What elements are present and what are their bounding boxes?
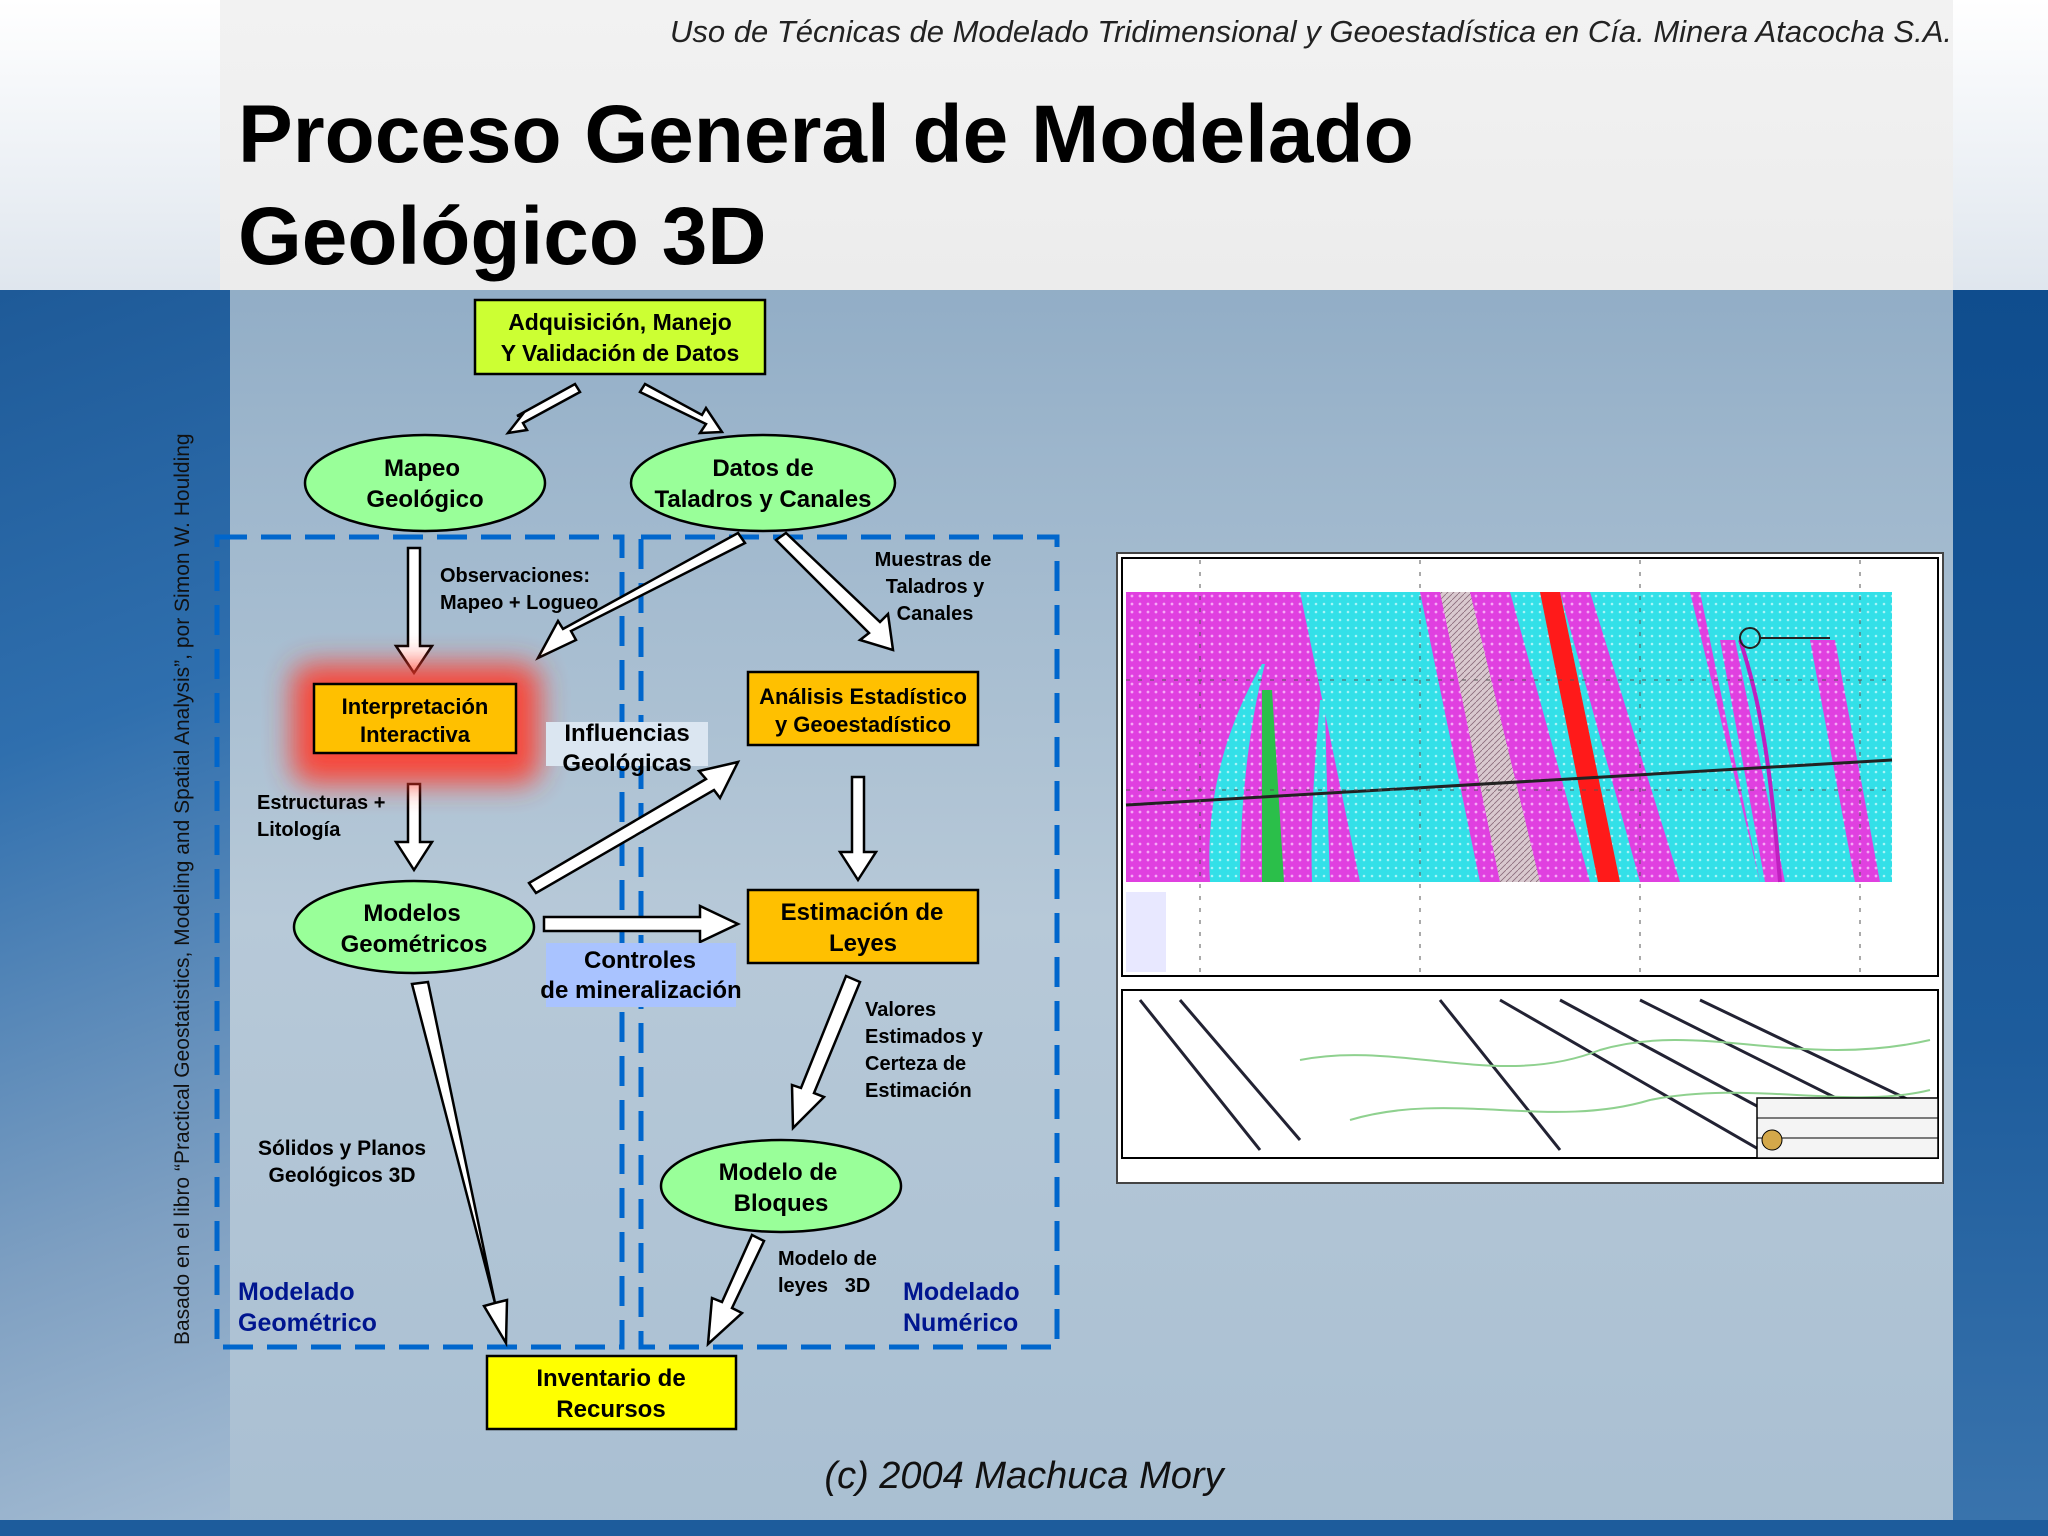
arrow-analisis-to-estimacion	[837, 775, 879, 883]
node-bloques-line-1: Modelo de	[719, 1159, 838, 1186]
node-adquisicion: Adquisición, Manejo Y Validación de Dato…	[473, 298, 767, 376]
label-muestras: Muestras de Taladros y Canales	[875, 549, 992, 625]
node-inventario: Inventario de Recursos	[485, 1354, 738, 1431]
arrow-modelos-to-inventario	[410, 980, 509, 1348]
arrow-mapeo-to-interp	[393, 546, 435, 676]
label-modelo-leyes-line-1: Modelo de	[778, 1248, 877, 1270]
node-interpretacion-line-2: Interactiva	[360, 722, 471, 747]
header-corner-left	[0, 0, 220, 290]
node-bloques: Modelo de Bloques	[659, 1138, 903, 1234]
label-estructuras-line-1: Estructuras +	[257, 792, 385, 814]
label-valores-line-1: Valores	[865, 999, 936, 1021]
node-analisis-line-2: y Geoestadístico	[775, 712, 951, 737]
arrow-datos-to-analisis	[774, 531, 895, 652]
label-muestras-line-3: Canales	[897, 603, 974, 625]
label-valores-line-3: Certeza de	[865, 1053, 966, 1075]
label-influencias-line-2: Geológicas	[562, 750, 691, 777]
left-blue-band	[0, 290, 230, 1536]
label-observaciones-line-2: Mapeo + Logueo	[440, 592, 598, 614]
group-label-numerico: Modelado Numérico	[903, 1278, 1020, 1337]
arrow-modelos-to-estimacion	[542, 904, 741, 944]
node-datos-line-2: Taladros y Canales	[655, 486, 872, 513]
node-interpretacion-line-1: Interpretación	[342, 694, 489, 719]
label-muestras-line-1: Muestras de	[875, 549, 992, 571]
label-solidos-line-2: Geológicos 3D	[268, 1164, 415, 1187]
label-estructuras: Estructuras + Litología	[257, 792, 385, 841]
group-label-numerico-line-1: Modelado	[903, 1278, 1020, 1306]
node-estimacion-line-1: Estimación de	[781, 899, 944, 926]
slide-subtitle: Uso de Técnicas de Modelado Tridimension…	[670, 14, 1952, 49]
node-modelos-line-2: Geométricos	[341, 931, 488, 958]
label-controles-line-2: de mineralización	[540, 977, 741, 1004]
label-modelo-leyes: Modelo de leyes 3D	[778, 1248, 877, 1297]
arrow-datos-to-interp	[535, 531, 747, 661]
node-bloques-line-2: Bloques	[734, 1190, 829, 1217]
label-influencias: Influencias Geológicas	[546, 720, 708, 777]
header-panel	[0, 0, 2048, 290]
node-datos-line-1: Datos de	[712, 455, 813, 482]
group-box-numerico	[638, 534, 1060, 1350]
label-observaciones: Observaciones: Mapeo + Logueo	[440, 565, 598, 614]
arrow-adq-to-datos	[638, 382, 725, 435]
slide-title: Proceso General de Modelado Geológico 3D	[238, 84, 1414, 288]
node-inventario-line-1: Inventario de	[536, 1365, 685, 1392]
node-modelos-line-1: Modelos	[363, 900, 460, 927]
group-box-geometrico	[214, 534, 625, 1350]
slide-footer: (c) 2004 Machuca Mory	[824, 1455, 1224, 1497]
label-influencias-line-1: Influencias	[564, 720, 689, 747]
node-analisis: Análisis Estadístico y Geoestadístico	[746, 670, 980, 747]
geological-section-image	[1116, 552, 1944, 1184]
label-observaciones-line-1: Observaciones:	[440, 565, 590, 587]
label-valores-line-4: Estimación	[865, 1080, 972, 1102]
arrow-estimacion-to-bloques	[790, 974, 862, 1131]
node-adquisicion-line-1: Adquisición, Manejo	[508, 309, 732, 335]
arrow-adq-to-mapeo	[505, 382, 582, 435]
arrow-interp-to-modelos	[393, 782, 435, 873]
node-modelos: Modelos Geométricos	[292, 879, 536, 975]
label-modelo-leyes-line-2: leyes 3D	[778, 1275, 870, 1297]
arrow-bloques-to-inventario	[706, 1233, 766, 1348]
node-inventario-line-2: Recursos	[556, 1396, 665, 1423]
label-solidos: Sólidos y Planos Geológicos 3D	[258, 1137, 426, 1187]
label-estructuras-line-2: Litología	[257, 819, 341, 841]
right-blue-band	[1953, 290, 2048, 1536]
group-label-geometrico-line-1: Modelado	[238, 1278, 355, 1306]
node-mapeo: Mapeo Geológico	[303, 433, 547, 533]
title-line-1: Proceso General de Modelado	[238, 89, 1414, 180]
node-interpretacion: Interpretación Interactiva	[312, 682, 518, 755]
group-label-geometrico: Modelado Geométrico	[238, 1278, 377, 1337]
group-label-geometrico-line-2: Geométrico	[238, 1309, 377, 1337]
label-valores-line-2: Estimados y	[865, 1026, 984, 1048]
label-controles: Controles de mineralización	[540, 943, 742, 1007]
arrow-modelos-to-analisis	[527, 760, 741, 895]
node-mapeo-line-2: Geológico	[366, 486, 483, 513]
label-controles-line-1: Controles	[584, 947, 696, 974]
header-corner-right	[1953, 0, 2048, 290]
node-adquisicion-line-2: Y Validación de Datos	[501, 340, 740, 366]
group-label-numerico-line-2: Numérico	[903, 1309, 1018, 1337]
label-muestras-line-2: Taladros y	[886, 576, 985, 598]
label-valores: Valores Estimados y Certeza de Estimació…	[865, 999, 984, 1102]
node-analisis-line-1: Análisis Estadístico	[759, 684, 967, 709]
node-datos: Datos de Taladros y Canales	[629, 433, 897, 533]
bottom-blue-band	[0, 1520, 2048, 1536]
node-mapeo-line-1: Mapeo	[384, 455, 460, 482]
title-line-2: Geológico 3D	[238, 191, 767, 282]
node-estimacion-line-2: Leyes	[829, 930, 897, 957]
label-solidos-line-1: Sólidos y Planos	[258, 1137, 426, 1160]
node-estimacion: Estimación de Leyes	[746, 888, 980, 965]
